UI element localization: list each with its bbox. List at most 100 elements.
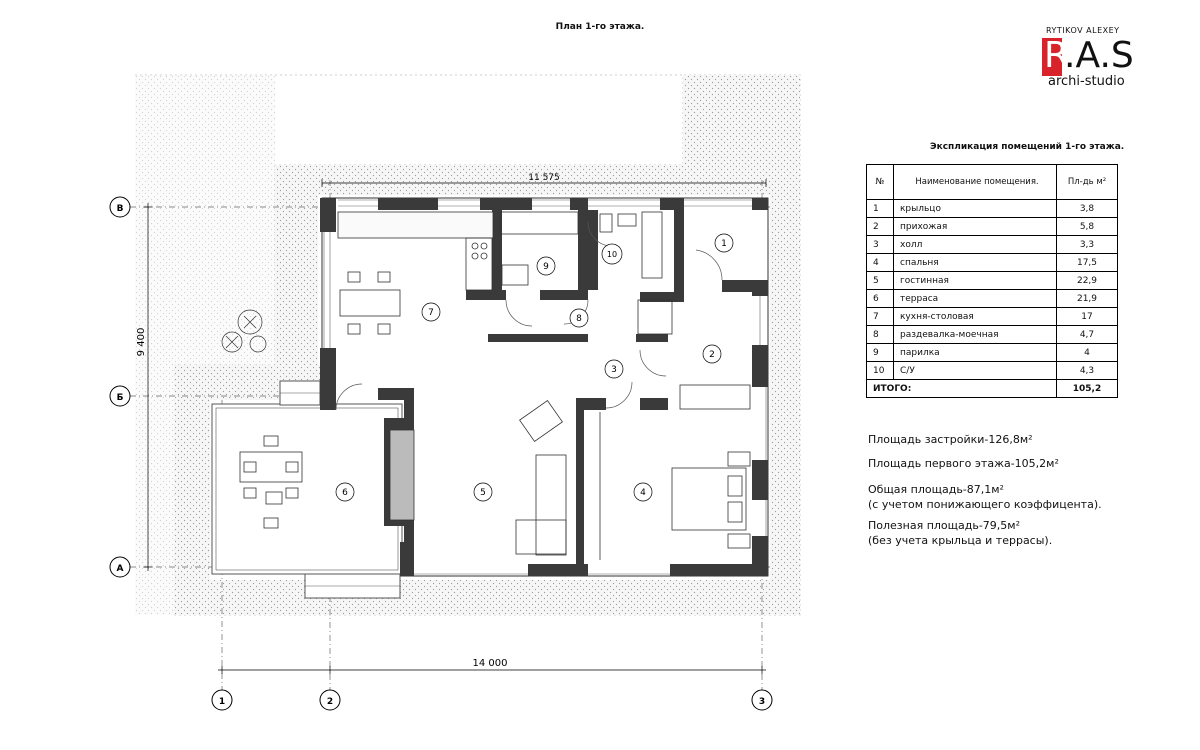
cell-name: терраса <box>893 289 1057 308</box>
header-name: Наименование помещения. <box>893 164 1057 200</box>
table-total-row: ИТОГО: 105,2 <box>866 379 1118 398</box>
cell-area: 22,9 <box>1056 271 1118 290</box>
cell-num: 2 <box>866 217 894 236</box>
cell-area: 4 <box>1056 343 1118 362</box>
cell-name: гостинная <box>893 271 1057 290</box>
axis-label-b: Б <box>117 393 124 403</box>
dimension-lines <box>144 179 767 674</box>
logo-studio: archi-studio <box>1048 74 1125 89</box>
svg-text:9: 9 <box>543 262 549 272</box>
logo-author: RYTIKOV ALEXEY <box>1046 26 1120 35</box>
room-label-5: 5 <box>473 482 493 502</box>
cell-area: 5,8 <box>1056 217 1118 236</box>
room-label-1: 1 <box>714 233 734 253</box>
room-label-9: 9 <box>536 256 556 276</box>
svg-text:8: 8 <box>576 314 582 324</box>
cell-area: 3,8 <box>1056 199 1118 218</box>
header-num: № <box>866 164 894 200</box>
cell-area: 17 <box>1056 307 1118 326</box>
logo-mark-rest: .A.S <box>1064 35 1134 76</box>
svg-text:3: 3 <box>611 365 617 375</box>
svg-text:10: 10 <box>607 250 617 259</box>
cell-name: раздевалка-моечная <box>893 325 1057 344</box>
cell-name: С/У <box>893 361 1057 380</box>
dim-left-label: 9 400 <box>136 328 147 357</box>
header-area: Пл-дь м² <box>1056 164 1118 200</box>
table-title: Экспликация помещений 1-го этажа. <box>930 142 1125 152</box>
axis-marker-v: В <box>109 196 131 218</box>
svg-text:7: 7 <box>428 308 434 318</box>
note-useful-area: Полезная площадь-79,5м² <box>868 519 1021 532</box>
svg-text:4: 4 <box>640 488 646 498</box>
site-pavement <box>135 74 801 616</box>
room-label-3: 3 <box>604 359 624 379</box>
svg-text:6: 6 <box>342 488 348 498</box>
table-header-row: № Наименование помещения. Пл-дь м² <box>866 164 1118 200</box>
note-total-area-sub: (с учетом понижающего коэффицента). <box>868 498 1102 511</box>
windows <box>323 199 767 575</box>
cell-name: парилка <box>893 343 1057 362</box>
cell-area: 21,9 <box>1056 289 1118 308</box>
cell-name: прихожая <box>893 217 1057 236</box>
svg-text:1: 1 <box>721 239 727 249</box>
cell-area: 4,7 <box>1056 325 1118 344</box>
cell-name: спальня <box>893 253 1057 272</box>
room-label-7: 7 <box>421 302 441 322</box>
axis-label-3: 3 <box>759 697 765 707</box>
room-label-10: 10 <box>601 243 623 265</box>
doors <box>335 221 723 411</box>
room-label-2: 2 <box>702 344 722 364</box>
room-label-6: 6 <box>335 482 355 502</box>
axis-markers: В Б А 1 2 3 <box>109 196 773 711</box>
room-labels: 1 2 3 4 5 6 7 8 9 10 <box>335 233 734 502</box>
cell-name: крыльцо <box>893 199 1057 218</box>
note-total-area: Общая площадь-87,1м² <box>868 483 1004 496</box>
cell-num: 8 <box>866 325 894 344</box>
note-useful-area-sub: (без учета крыльца и террасы). <box>868 534 1053 547</box>
terrace <box>211 380 403 599</box>
total-label: ИТОГО: <box>866 379 1057 398</box>
cell-name: кухня-столовая <box>893 307 1057 326</box>
logo-mark-letter: R <box>1044 35 1070 76</box>
axis-marker-3: 3 <box>751 689 773 711</box>
furniture <box>239 211 751 560</box>
axis-marker-1: 1 <box>211 689 233 711</box>
cell-num: 10 <box>866 361 894 380</box>
cell-num: 1 <box>866 199 894 218</box>
cell-area: 4,3 <box>1056 361 1118 380</box>
plant-decoration <box>221 309 267 353</box>
logo-red-block <box>1042 38 1062 76</box>
dim-bottom-label: 14 000 <box>473 658 508 669</box>
cell-num: 7 <box>866 307 894 326</box>
axis-marker-b: Б <box>109 385 131 407</box>
dim-top-label: 11 575 <box>528 173 560 183</box>
cell-num: 5 <box>866 271 894 290</box>
cell-num: 9 <box>866 343 894 362</box>
cell-name: холл <box>893 235 1057 254</box>
page-title: План 1-го этажа. <box>555 22 645 32</box>
axis-label-a: А <box>117 564 124 574</box>
cell-num: 3 <box>866 235 894 254</box>
room-label-8: 8 <box>569 308 589 328</box>
axis-label-2: 2 <box>327 697 333 707</box>
axis-label-v: В <box>117 204 124 214</box>
axis-marker-a: А <box>109 556 131 578</box>
svg-text:2: 2 <box>709 350 715 360</box>
axis-marker-2: 2 <box>319 689 341 711</box>
axis-label-1: 1 <box>219 697 225 707</box>
total-area: 105,2 <box>1056 379 1118 398</box>
svg-text:5: 5 <box>480 488 486 498</box>
cell-area: 3,3 <box>1056 235 1118 254</box>
cell-area: 17,5 <box>1056 253 1118 272</box>
